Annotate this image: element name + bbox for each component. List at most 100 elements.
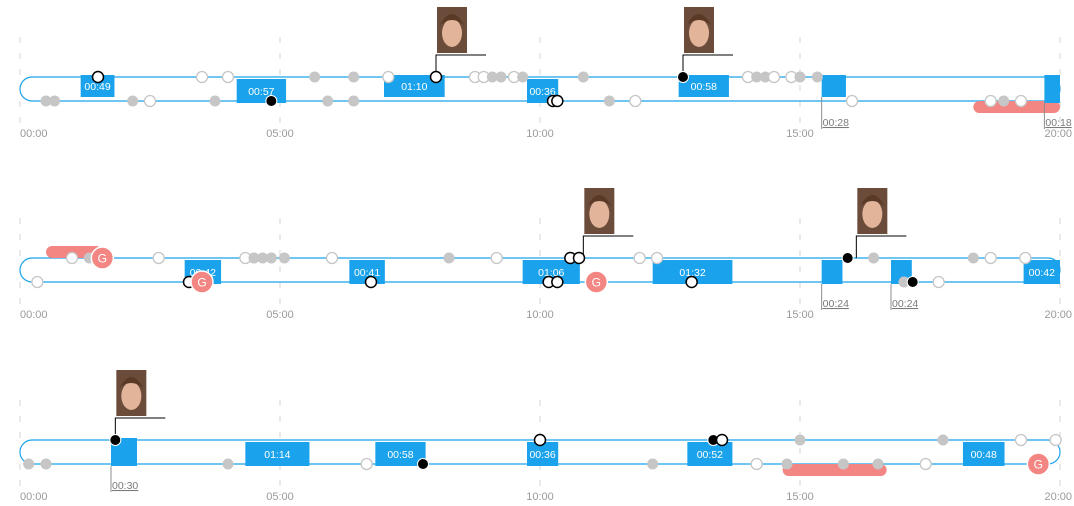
event-dot-hollow [1014, 433, 1028, 447]
event-dot-outline [685, 275, 698, 289]
segment-duration-label: 00:36 [529, 449, 555, 461]
event-dot-gray [647, 458, 659, 470]
goal-badge [190, 270, 214, 294]
goal-badge-label: G [197, 276, 206, 290]
event-dot-gray [40, 458, 52, 470]
shift-segment [821, 75, 846, 97]
event-dot-hollow [650, 251, 664, 265]
player-avatar [114, 370, 166, 440]
x-tick-label: 20:00 [1044, 491, 1072, 503]
x-tick-label: 20:00 [1044, 128, 1072, 140]
event-dot-gray [811, 71, 823, 83]
event-dot-filled [109, 434, 122, 446]
event-dot-hollow [1019, 251, 1032, 265]
shift-segment [236, 79, 287, 103]
event-dot-gray [222, 458, 234, 470]
event-dot-hollow [382, 70, 395, 84]
x-tick-label: 15:00 [786, 128, 814, 140]
segment-callout-label: 00:24 [892, 298, 918, 310]
player-avatar [435, 7, 486, 77]
event-dot-gray [495, 71, 507, 83]
shift-segment [1023, 260, 1060, 284]
avatar-hair [587, 195, 612, 206]
segment-duration-label: 01:10 [401, 81, 427, 93]
event-dot-filled [417, 458, 429, 470]
avatar-leader-line [855, 235, 907, 258]
avatar-face [689, 19, 709, 47]
event-dot-outline [551, 275, 564, 289]
avatar-leader-line [435, 54, 486, 77]
avatar-face [862, 200, 883, 228]
event-dot-gray [898, 276, 910, 288]
goal-badge-label: G [1034, 458, 1043, 472]
event-dot-outline [572, 251, 586, 265]
x-tick-label: 05:00 [266, 128, 294, 140]
event-dot-outline [533, 433, 547, 447]
segment-duration-label: 00:58 [691, 81, 717, 93]
event-dot-hollow [984, 94, 997, 108]
avatar-hair [860, 195, 885, 206]
shift-segment [962, 442, 1005, 466]
event-dot-gray [794, 434, 806, 446]
event-dot-hollow [31, 275, 44, 289]
event-dot-hollow [932, 275, 945, 289]
event-dot-gray [209, 95, 221, 107]
event-dot-gray [868, 252, 880, 264]
segment-duration-label: 00:48 [971, 449, 997, 461]
event-dot-filled [841, 252, 854, 264]
avatar-face [589, 200, 610, 228]
segment-duration-label: 00:42 [1029, 267, 1055, 279]
x-tick-label: 10:00 [526, 491, 554, 503]
shift-segment [1044, 75, 1060, 103]
avatar-hair [440, 14, 464, 25]
event-dot-hollow [767, 70, 781, 84]
x-tick-label: 20:00 [1044, 309, 1072, 321]
goal-badge [90, 246, 115, 270]
event-dot-gray [486, 71, 498, 83]
shift-segment [375, 442, 426, 466]
event-dot-gray [309, 71, 321, 83]
segment-callout-label: 00:30 [112, 480, 138, 492]
player-avatar [682, 7, 733, 77]
event-dot-hollow [845, 94, 859, 108]
event-dot-outline [364, 275, 378, 289]
goal-badge-label: G [98, 252, 107, 266]
event-dot-hollow [195, 70, 209, 84]
event-dot-filled [677, 71, 689, 83]
event-dot-outline [715, 433, 729, 447]
event-dot-hollow [1014, 94, 1028, 108]
event-dot-outline [429, 70, 443, 84]
event-dot-gray [837, 458, 849, 470]
avatar-leader-line [682, 54, 733, 77]
event-dot-gray [278, 252, 290, 264]
player-avatar [855, 188, 907, 258]
player-avatar [582, 188, 634, 258]
event-dot-hollow [325, 251, 339, 265]
event-dot-gray [967, 252, 979, 264]
avatar-face [121, 382, 142, 410]
avatar-leader-line [582, 235, 634, 258]
event-dot-hollow [1049, 433, 1062, 447]
shift-segment [678, 75, 729, 97]
event-dot-hollow [490, 251, 503, 265]
x-tick-label: 10:00 [526, 128, 554, 140]
event-dot-hollow [360, 457, 373, 471]
event-dot-gray [348, 71, 360, 83]
event-dot-gray [517, 71, 529, 83]
x-tick-label: 05:00 [266, 491, 294, 503]
segment-duration-label: 00:36 [529, 86, 555, 98]
x-tick-label: 05:00 [266, 309, 294, 321]
event-dot-gray [781, 458, 793, 470]
event-dot-gray [872, 458, 884, 470]
goal-badge [1026, 452, 1051, 476]
event-dot-hollow [221, 70, 235, 84]
event-dot-gray [998, 95, 1010, 107]
event-dot-hollow [143, 94, 157, 108]
segment-callout-label: 00:28 [823, 117, 849, 129]
event-dot-hollow [65, 251, 79, 265]
event-dot-hollow [633, 251, 646, 265]
segment-duration-label: 00:52 [697, 449, 723, 461]
